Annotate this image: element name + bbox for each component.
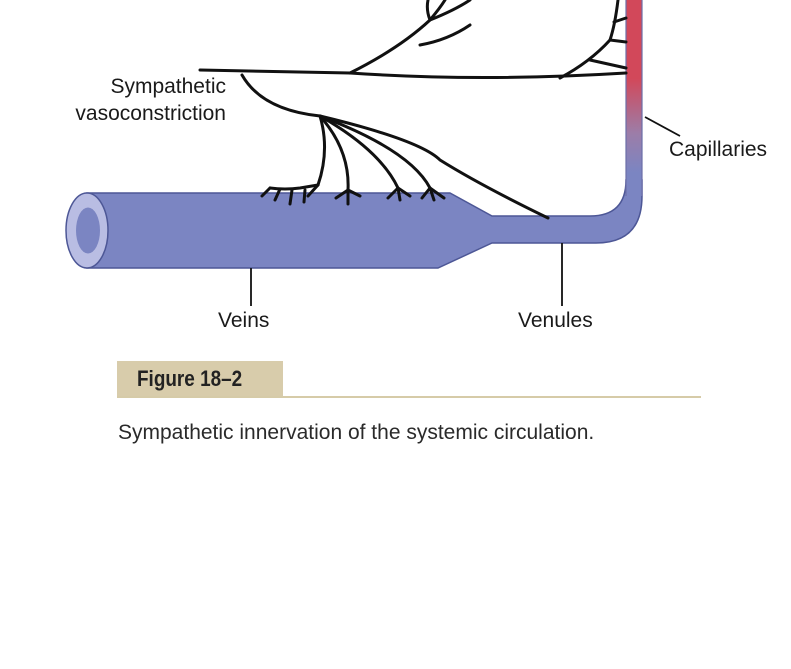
sympathetic-vasoconstriction-label: Sympathetic vasoconstriction xyxy=(75,73,226,127)
figure-caption: Sympathetic innervation of the systemic … xyxy=(118,421,595,444)
veins-label: Veins xyxy=(218,309,270,332)
sympathetic-label-line2: vasoconstriction xyxy=(75,102,226,125)
capillaries-label: Capillaries xyxy=(669,138,768,161)
sympathetic-label-line1: Sympathetic xyxy=(110,75,226,98)
capillaries-leader xyxy=(644,116,681,137)
figure-divider xyxy=(117,396,701,398)
figure-tab xyxy=(117,361,283,398)
innervation-illustration xyxy=(65,0,681,306)
vein-body xyxy=(86,179,643,269)
venules-label: Venules xyxy=(518,309,593,332)
figure-title: Figure 18–2 xyxy=(137,366,243,391)
circulation-diagram xyxy=(65,0,681,306)
capillary-tube xyxy=(626,0,642,196)
sympathetic-nerve-fibers xyxy=(198,0,628,220)
